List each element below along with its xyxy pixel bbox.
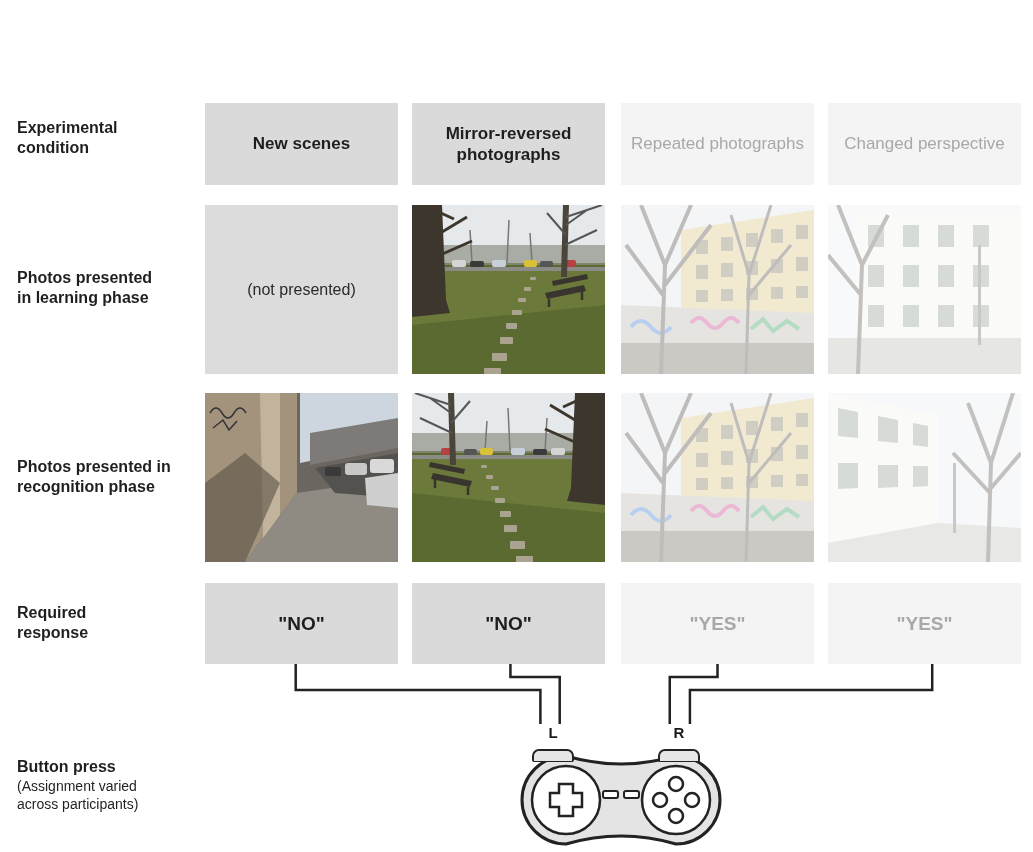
gamepad-part bbox=[653, 793, 667, 807]
shoulder-pad bbox=[532, 749, 574, 762]
perspective-recognition-photo-part bbox=[828, 393, 1021, 562]
response-box: "YES" bbox=[828, 583, 1021, 664]
repeated-recognition-photo bbox=[621, 393, 814, 562]
row-label: Button press bbox=[17, 757, 197, 777]
response-box: "NO" bbox=[412, 583, 605, 664]
row-label: Required response bbox=[17, 603, 117, 643]
condition-header: Changed perspective bbox=[828, 103, 1021, 185]
learning-photo-part bbox=[412, 205, 605, 376]
gamepad-part bbox=[522, 756, 720, 844]
mirrored-photo bbox=[412, 393, 605, 564]
row-label: Photos presented in recognition phase bbox=[17, 457, 179, 497]
button-letter: R bbox=[658, 724, 700, 742]
new-scene-photo bbox=[205, 393, 398, 562]
row-label: (Assignment varied across participants) bbox=[17, 778, 167, 813]
box-text: New scenes bbox=[253, 133, 350, 154]
box-text: "YES" bbox=[896, 612, 952, 636]
faded-photos bbox=[621, 205, 1021, 562]
gamepad bbox=[522, 756, 720, 844]
row-label: Experimental condition bbox=[17, 118, 147, 158]
gamepad-part bbox=[642, 766, 710, 834]
gamepad-part bbox=[669, 777, 683, 791]
response-box: "NO" bbox=[205, 583, 398, 664]
response-box: "YES" bbox=[621, 583, 814, 664]
perspective-learning-photo bbox=[828, 205, 1021, 374]
learning-photo bbox=[412, 205, 605, 376]
shoulder-pad bbox=[658, 749, 700, 762]
condition-header: Mirror-reversed photographs bbox=[412, 103, 605, 185]
gamepad-part bbox=[669, 809, 683, 823]
gamepad-part bbox=[603, 791, 618, 798]
box-text: "YES" bbox=[689, 612, 745, 636]
shoulder-button: L bbox=[532, 724, 574, 762]
button-connector bbox=[296, 664, 541, 724]
mirrored-photo-part-part bbox=[412, 393, 605, 564]
empty-photo-box: (not presented) bbox=[205, 205, 398, 374]
row-label: Photos presented in learning phase bbox=[17, 268, 165, 308]
perspective-recognition-photo bbox=[828, 393, 1021, 562]
box-text: "NO" bbox=[485, 612, 532, 636]
perspective-learning-photo-part bbox=[828, 205, 1021, 374]
new-scene-photo-part bbox=[205, 393, 398, 562]
button-connector bbox=[690, 664, 932, 724]
gamepad-part bbox=[550, 784, 582, 816]
box-text: (not presented) bbox=[247, 280, 356, 300]
repeated-learning-photo bbox=[621, 205, 814, 374]
button-connector bbox=[510, 664, 559, 724]
button-letter: L bbox=[532, 724, 574, 742]
mirrored-photo-part bbox=[412, 393, 605, 564]
box-text: Repeated photographs bbox=[631, 133, 804, 154]
button-connector bbox=[670, 664, 718, 724]
gamepad-part bbox=[624, 791, 639, 798]
repeated-learning-photo-part bbox=[621, 205, 814, 374]
box-text: Mirror-reversed photographs bbox=[420, 123, 597, 166]
gamepad-part bbox=[532, 766, 600, 834]
box-text: "NO" bbox=[278, 612, 325, 636]
gamepad-part bbox=[685, 793, 699, 807]
box-text: Changed perspective bbox=[844, 133, 1005, 154]
condition-header: New scenes bbox=[205, 103, 398, 185]
condition-header: Repeated photographs bbox=[621, 103, 814, 185]
shoulder-button: R bbox=[658, 724, 700, 762]
repeated-recognition-photo-part bbox=[621, 393, 814, 562]
